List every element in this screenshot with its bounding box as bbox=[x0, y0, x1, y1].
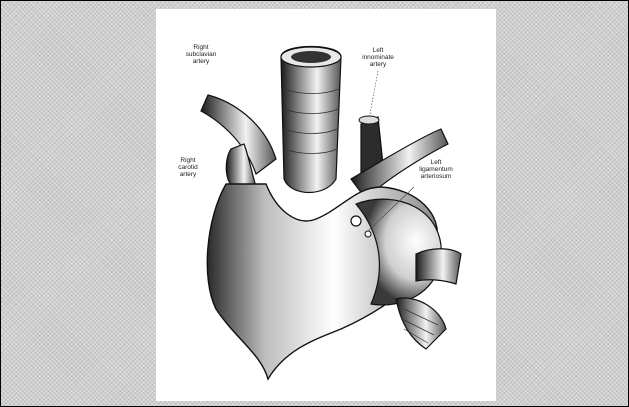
trachea-tube bbox=[281, 47, 341, 193]
lower-vessel bbox=[396, 298, 446, 349]
pulmonary-vessel bbox=[416, 249, 461, 284]
ligamentum-node bbox=[351, 216, 361, 226]
leader-line-innominate bbox=[370, 71, 378, 114]
label-right-carotid: Right carotid artery bbox=[168, 157, 208, 178]
label-left-ligamentum: Left ligamentum arteriosum bbox=[411, 159, 461, 180]
label-right-subclavian: Right subclavian artery bbox=[181, 44, 221, 65]
label-left-innominate: Left innominate artery bbox=[358, 47, 398, 68]
figure-panel: Right subclavian artery Left innominate … bbox=[156, 9, 496, 401]
heart-illustration bbox=[156, 9, 496, 401]
